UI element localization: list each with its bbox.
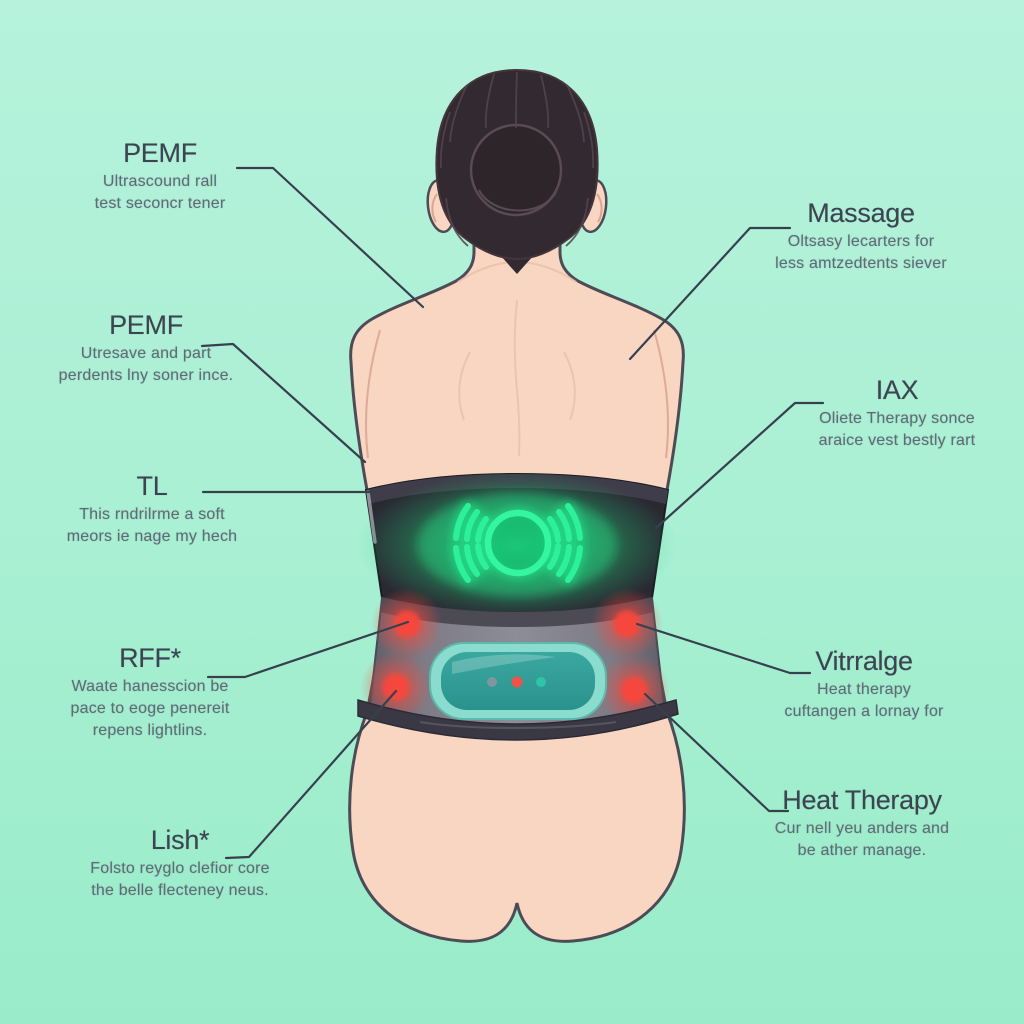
callout-title: PEMF [123,138,197,168]
belt-bottom-strap [357,698,679,741]
heat-dots [360,588,670,726]
heat-dot [394,611,420,637]
label-subtext-line: repens lightlins. [92,722,208,739]
heat-dot [621,677,647,703]
label-subtext-line: Ultrascound rall [102,173,218,190]
massage-belt [357,471,677,619]
callout-subtext: Utresave and part perdents lny soner ince… [59,343,234,387]
callout-subtext: Waate hanesscion be pace to eoge penereit… [71,676,230,742]
label-subtext-line: cuftangen a lornay for [784,703,944,720]
callout-title: TL [136,471,168,501]
label-subtext-line: test seconcr tener [94,195,226,212]
callout-pemf-top: PEMF Ultrascound rall test seconcr tener [95,137,226,215]
callout-massage: Massage Oltsasy lecarters for less amtzed… [775,197,947,275]
label-subtext-line: less amtzedtents siever [775,255,947,272]
label-subtext-line: Folsto reyglo clefior core [90,860,270,877]
callout-subtext: Cur nell yeu anders and be ather manage. [775,818,949,862]
leader-line-lish [224,689,398,860]
hair-strands [439,71,595,247]
leader-line-heat-therapy [643,692,790,813]
hair-bun [435,68,599,274]
label-subtext-line: araice vest bestly rart [818,432,976,449]
status-dots [487,676,546,688]
leader-line-vitrralge [635,622,812,675]
label-subtext-line: Utresave and part [80,345,212,362]
label-subtext-line: be ather manage. [797,842,927,859]
label-subtext-line: the belle flecteney neus. [91,882,269,899]
panel-shine [452,654,556,674]
control-panel [429,642,607,720]
heat-dot [383,674,409,700]
vibration-waves-icon [453,503,583,583]
callout-title: Massage [807,198,915,228]
heat-dot [614,611,640,637]
leader-lines [200,166,825,860]
callout-title: Vitrralge [815,646,913,676]
power-ring-icon [484,509,552,577]
label-subtext-line: meors ie nage my hech [66,528,238,545]
callout-title: Lish* [150,825,210,855]
callout-title: PEMF [109,310,183,340]
callout-subtext: Folsto reyglo clefior core the belle flec… [90,858,270,902]
callout-subtext: Oliete Therapy sonce araice vest bestly r… [819,408,976,452]
leader-line-rff [206,620,410,679]
label-subtext-line: This rndrilrme a soft [79,506,225,523]
leader-line-massage [628,226,792,361]
label-subtext-line: Oliete Therapy sonce [819,410,975,427]
callout-subtext: Heat therapy cuftangen a lornay for [784,679,943,723]
callout-subtext: This rndrilrme a soft meors ie nage my he… [67,504,238,548]
callout-pemf-mid: PEMF Utresave and part perdents lny soner… [59,309,234,387]
callout-subtext: Oltsasy lecarters for less amtzedtents si… [775,231,947,275]
callout-iax: IAX Oliete Therapy sonce araice vest best… [819,374,976,452]
heat-belt-top-trim [380,598,654,627]
callout-rff: RFF* Waate hanesscion be pace to eoge pen… [71,642,230,742]
label-subtext-line: Heat therapy [816,681,912,698]
leader-line-pemf-mid [200,342,367,464]
label-subtext-line: Cur nell yeu anders and [774,820,950,837]
callout-title: IAX [875,375,919,405]
heat-belt [357,588,679,741]
callout-vitrralge: Vitrralge Heat therapy cuftangen a lornay… [784,645,943,723]
callout-subtext: Ultrascound rall test seconcr tener [95,171,226,215]
armpit-creases [365,329,669,459]
label-subtext-line: pace to eoge penereit [70,700,230,717]
leader-line-iax [654,401,825,530]
callout-title: Heat Therapy [782,785,942,815]
callout-title: RFF* [119,643,181,673]
label-subtext-line: perdents lny soner ince. [58,367,234,384]
callout-heat-therapy: Heat Therapy Cur nell yeu anders and be a… [775,784,949,862]
label-subtext-line: Waate hanesscion be [71,678,229,695]
label-subtext-line: Oltsasy lecarters for [787,233,935,250]
leader-line-pemf-top [235,166,425,309]
callout-tl: TL This rndrilrme a soft meors ie nage my… [67,470,238,548]
callout-lish: Lish* Folsto reyglo clefior core the bell… [90,824,270,902]
